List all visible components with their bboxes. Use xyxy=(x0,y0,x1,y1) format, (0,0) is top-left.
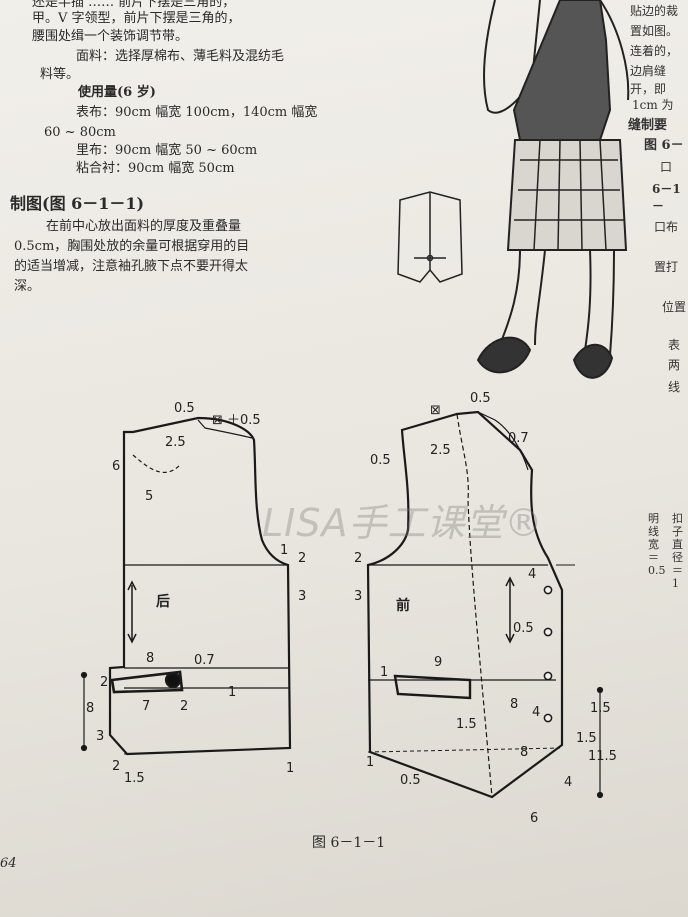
right-column-text: 线 xyxy=(668,380,681,394)
fabric-line: 面料：选择厚棉布、薄毛料及混纺毛 xyxy=(76,49,285,64)
front-right-label: 1.5 xyxy=(590,701,611,716)
back-hem-label: 1 xyxy=(228,685,236,700)
back-shoulder-label: 0.5 xyxy=(174,401,195,416)
back-pattern xyxy=(108,416,292,756)
intro-line-partial: 还是半插 …… 前片下摆是三角的， xyxy=(32,0,236,10)
front-pocket-label: 1 xyxy=(380,665,388,680)
back-dart-label: 2.5 xyxy=(165,435,186,450)
right-column-text: 6－1－ xyxy=(652,182,681,213)
right-column-text: 两 xyxy=(668,358,681,372)
front-hem-label: 8 xyxy=(520,745,528,760)
small-vest-sketch xyxy=(397,191,463,283)
right-column-text: 边肩缝 xyxy=(630,64,667,78)
front-top-label: 4 xyxy=(528,567,536,582)
back-arm-label: 3 xyxy=(298,589,306,604)
fabric-line: 料等。 xyxy=(40,67,80,82)
button-note: 扣子直径＝1 xyxy=(672,512,683,590)
right-column-text: 1cm 为 xyxy=(632,98,674,112)
drafting-paragraph: 的适当增减，注意袖孔腋下点不要开得太 xyxy=(14,259,249,274)
right-column-text: 贴边的裁 xyxy=(630,4,679,18)
usage-interfacing: 粘合衬：90cm 幅宽 50cm xyxy=(76,161,235,176)
back-piece-name: 后 xyxy=(156,593,170,610)
usage-outer: 表布：90cm 幅宽 100cm，140cm 幅宽 xyxy=(76,105,318,120)
back-belt-label: 8 xyxy=(146,651,154,666)
back-neck-label: ⊠ ＋0.5 xyxy=(212,413,261,428)
usage-title: 使用量(6 岁) xyxy=(78,85,156,100)
front-right-label: 11.5 xyxy=(588,749,617,764)
right-column-text: 置如图。 xyxy=(630,24,679,38)
front-arm-label: 3 xyxy=(354,589,362,604)
right-column-text: 连着的， xyxy=(630,44,679,58)
watermark: LISA手工课堂® xyxy=(262,501,544,545)
back-arm-label: 1 xyxy=(280,543,288,558)
back-belt-label: 2 xyxy=(100,675,108,690)
front-arm-label: 2 xyxy=(354,551,362,566)
front-pattern xyxy=(80,410,604,799)
drafting-paragraph: 深。 xyxy=(14,279,41,294)
front-dart-label: 2.5 xyxy=(430,443,451,458)
child-illustration xyxy=(476,0,630,379)
usage-outer-cont: 60 ~ 80cm xyxy=(44,125,116,140)
front-shoulder-label: 0.7 xyxy=(508,431,529,446)
figure-caption: 图 6－1－1 xyxy=(312,835,386,851)
usage-lining: 里布：90cm 幅宽 50 ~ 60cm xyxy=(76,143,258,158)
front-bottom-label: 0.5 xyxy=(400,773,421,788)
right-column-text: 位置 xyxy=(662,300,687,314)
right-column-text: 置打 xyxy=(654,260,679,274)
front-neck-label: ⊠ xyxy=(430,403,441,418)
front-piece-name: 前 xyxy=(396,597,410,614)
front-cf-label: 0.5 xyxy=(513,621,534,636)
back-bottom-label: 2 xyxy=(112,759,120,774)
back-bottom-label: 1 xyxy=(286,761,294,776)
back-belt-label: 0.7 xyxy=(194,653,215,668)
intro-line: 腰围处缉一个装饰调节带。 xyxy=(32,29,189,44)
right-column-heading: 图 6－ xyxy=(644,138,684,153)
intro-line: 甲。V 字领型，前片下摆是三角的， xyxy=(32,11,241,26)
page-number: 64 xyxy=(0,856,17,871)
back-left-label: 3 xyxy=(96,729,104,744)
right-column-text: 口 xyxy=(660,160,673,174)
front-pocket-label: 8 xyxy=(510,697,518,712)
back-belt-label: 7 xyxy=(142,699,150,714)
front-left-label: 1 xyxy=(366,755,374,770)
back-side-label: 6 xyxy=(112,459,120,474)
front-shoulder-label: 0.5 xyxy=(470,391,491,406)
front-neck-label: 0.5 xyxy=(370,453,391,468)
drafting-paragraph: 0.5cm，胸围处放的余量可根据穿用的目 xyxy=(14,239,250,254)
right-column-text: 表 xyxy=(668,338,681,352)
back-left-label: 8 xyxy=(86,701,94,716)
back-side-label: 5 xyxy=(145,489,153,504)
back-arm-label: 2 xyxy=(298,551,306,566)
back-bottom-label: 1.5 xyxy=(124,771,145,786)
front-button-label: 1.5 xyxy=(576,731,597,746)
front-pocket-label: 1.5 xyxy=(456,717,477,732)
front-pocket-label: 9 xyxy=(434,655,442,670)
back-belt-label: 2 xyxy=(180,699,188,714)
front-bottom-label: 4 xyxy=(564,775,572,790)
front-button-label: 4 xyxy=(532,705,540,720)
drafting-paragraph: 在前中心放出面料的厚度及重叠量 xyxy=(46,219,242,234)
right-column-text: 开，即 xyxy=(630,82,667,96)
topstitch-note: 明线宽＝0.5 xyxy=(648,512,666,577)
right-column-text: 口布 xyxy=(654,220,679,234)
right-column-heading: 缝制要 xyxy=(628,118,668,133)
front-bottom-label: 6 xyxy=(530,811,538,826)
section-heading: 制图(图 6－1－1) xyxy=(10,194,145,213)
